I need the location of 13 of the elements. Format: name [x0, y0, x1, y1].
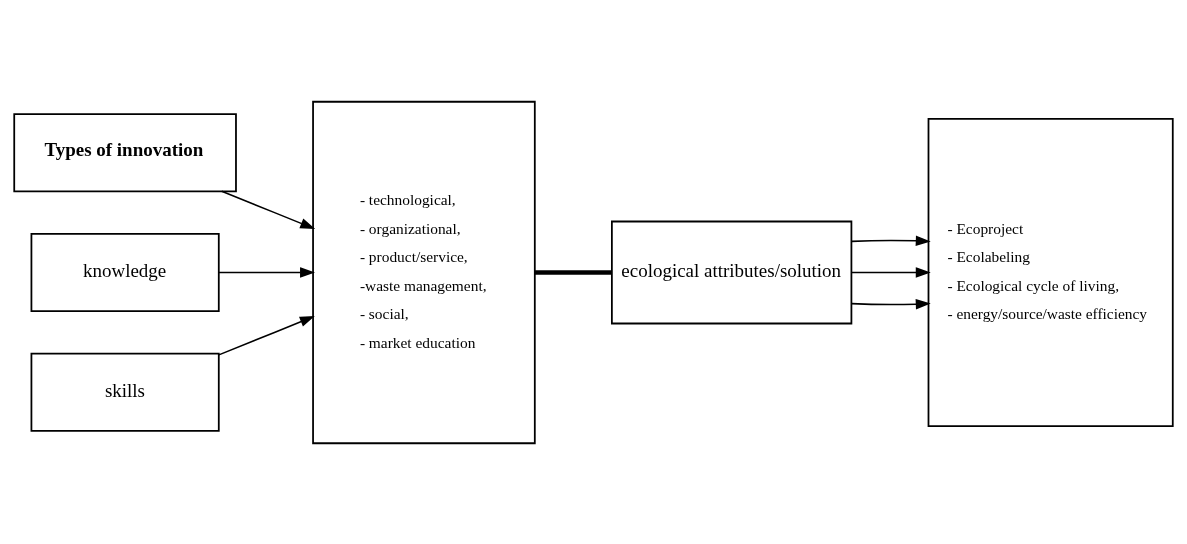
arrow — [850, 266, 931, 278]
node-box: ecological attributes/solution — [611, 220, 853, 324]
arrow — [220, 190, 316, 229]
node-box: - technological, - organizational, - product/service, -waste management, - social, - market education — [312, 100, 536, 444]
node-box: - Ecoproject - Ecolabeling - Ecological cycle of living, - energy/source/waste efficiency — [927, 117, 1174, 427]
connector — [534, 269, 612, 275]
arrow — [218, 266, 315, 278]
node-box: knowledge — [30, 232, 220, 312]
arrow — [850, 298, 931, 309]
node-box: Types of innovation — [13, 112, 237, 192]
node-box: skills — [30, 352, 220, 432]
arrow — [218, 315, 315, 356]
arrow — [850, 235, 931, 246]
